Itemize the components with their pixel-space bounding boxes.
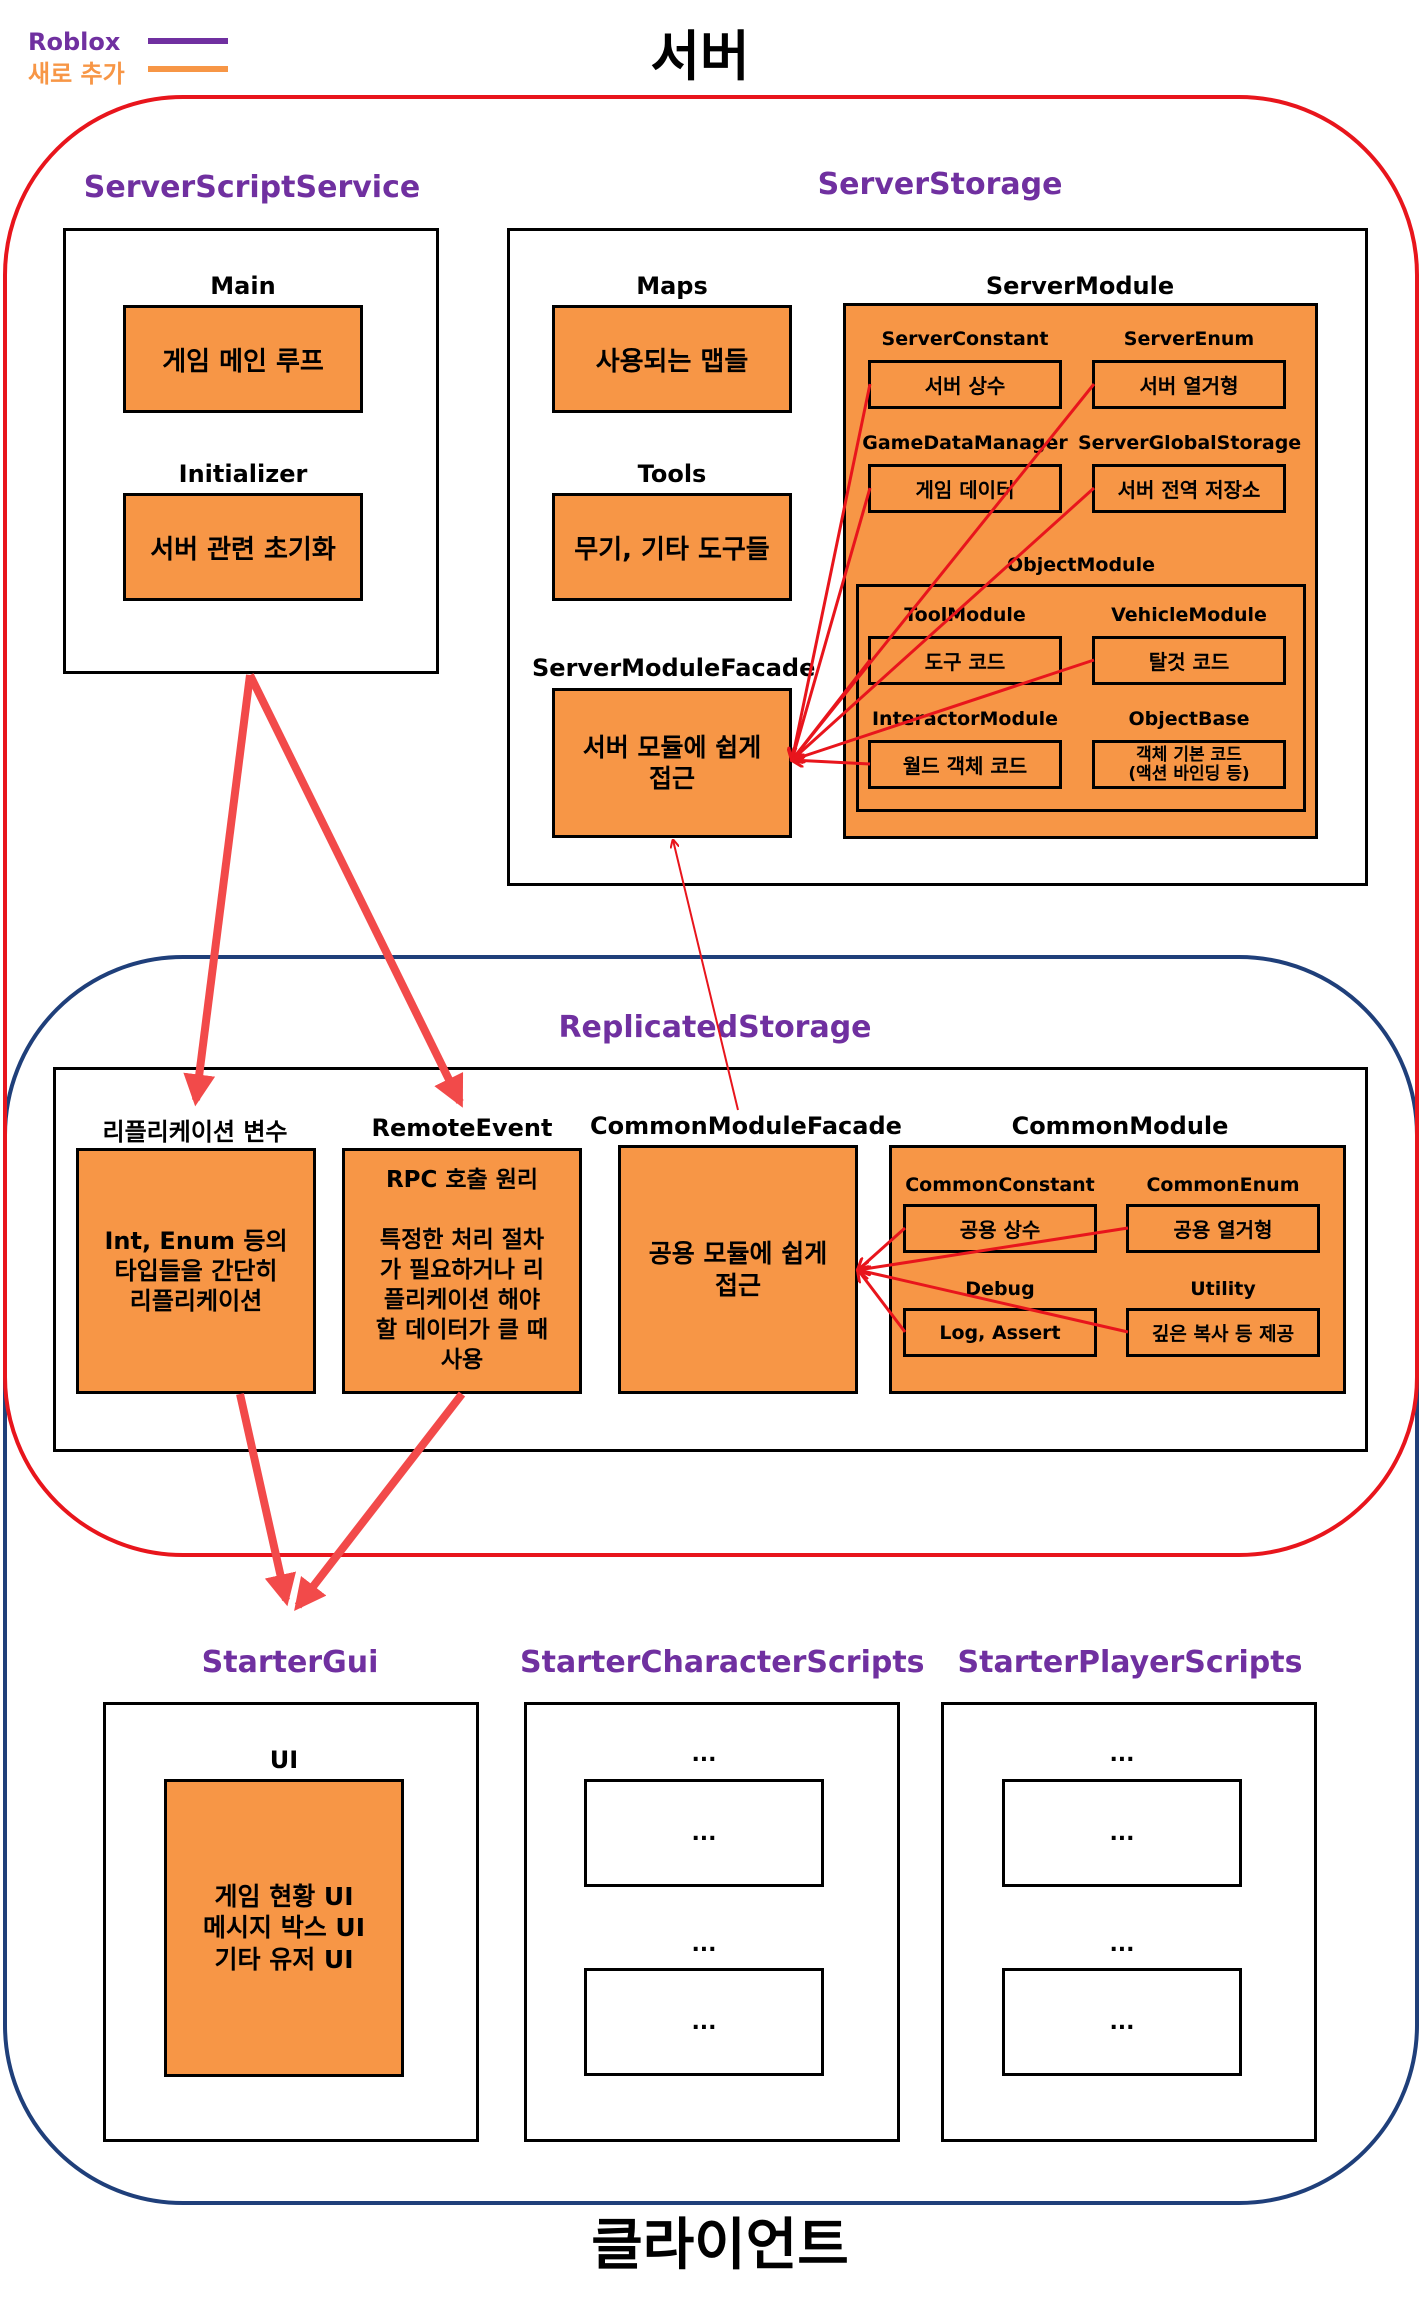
player-item-1-label: ... xyxy=(1109,1742,1135,1767)
object-base-label: ObjectBase xyxy=(1128,708,1250,730)
starter-gui-title: StarterGui xyxy=(201,1645,379,1680)
common-constant-box[interactable]: 공용 상수 xyxy=(903,1204,1097,1253)
utility-label: Utility xyxy=(1190,1278,1256,1300)
ui-box[interactable]: 게임 현황 UI 메시지 박스 UI 기타 유저 UI xyxy=(164,1779,404,2077)
game-data-manager-box[interactable]: 게임 데이터 xyxy=(868,464,1062,513)
remote-event-label: RemoteEvent xyxy=(371,1114,553,1142)
player-item-2-label: ... xyxy=(1109,1932,1135,1957)
starter-character-scripts-box xyxy=(524,1702,900,2142)
maps-box[interactable]: 사용되는 맵들 xyxy=(552,305,792,413)
vehicle-module-box[interactable]: 탈것 코드 xyxy=(1092,636,1286,685)
legend-new-label: 새로 추가 xyxy=(28,60,125,88)
starter-player-scripts-box xyxy=(941,1702,1317,2142)
server-enum-box[interactable]: 서버 열거형 xyxy=(1092,360,1286,409)
initializer-label: Initializer xyxy=(178,460,308,488)
character-item-2-label: ... xyxy=(691,1932,717,1957)
common-enum-box[interactable]: 공용 열거형 xyxy=(1126,1204,1320,1253)
main-label: Main xyxy=(210,272,276,300)
legend-new-line xyxy=(148,66,228,72)
interactor-module-label: InteractorModule xyxy=(871,708,1058,730)
utility-box[interactable]: 깊은 복사 등 제공 xyxy=(1126,1308,1320,1357)
initializer-box[interactable]: 서버 관련 초기화 xyxy=(123,493,363,601)
starter-player-scripts-title: StarterPlayerScripts xyxy=(957,1645,1303,1680)
character-item-1-label: ... xyxy=(691,1742,717,1767)
server-module-facade-box[interactable]: 서버 모듈에 쉽게 접근 xyxy=(552,688,792,838)
tools-label: Tools xyxy=(637,460,707,488)
common-module-facade-box[interactable]: 공용 모듈에 쉽게 접근 xyxy=(618,1145,858,1394)
replication-vars-label: 리플리케이션 변수 xyxy=(102,1118,288,1146)
common-enum-label: CommonEnum xyxy=(1146,1174,1300,1196)
tool-module-label: ToolModule xyxy=(904,604,1026,626)
main-box[interactable]: 게임 메인 루프 xyxy=(123,305,363,413)
replicated-storage-title: ReplicatedStorage xyxy=(558,1010,872,1045)
server-global-storage-label: ServerGlobalStorage xyxy=(1078,432,1302,454)
server-global-storage-box[interactable]: 서버 전역 저장소 xyxy=(1092,464,1286,513)
object-module-label: ObjectModule xyxy=(1007,554,1155,576)
debug-label: Debug xyxy=(965,1278,1035,1300)
debug-box[interactable]: Log, Assert xyxy=(903,1308,1097,1357)
tool-module-box[interactable]: 도구 코드 xyxy=(868,636,1062,685)
player-item-1-box[interactable]: ... xyxy=(1002,1779,1242,1887)
server-region xyxy=(3,95,1419,1557)
server-module-label: ServerModule xyxy=(985,272,1175,300)
client-title: 클라이언트 xyxy=(591,2213,849,2278)
interactor-module-box[interactable]: 월드 객체 코드 xyxy=(868,740,1062,789)
maps-label: Maps xyxy=(636,272,708,300)
character-item-1-box[interactable]: ... xyxy=(584,1779,824,1887)
ui-label: UI xyxy=(269,1746,299,1774)
server-title: 서버 xyxy=(650,25,750,88)
starter-character-scripts-title: StarterCharacterScripts xyxy=(520,1645,925,1680)
remote-event-box[interactable]: RPC 호출 원리 특정한 처리 절차 가 필요하거나 리 플리케이션 해야 할… xyxy=(342,1148,582,1394)
replication-vars-box[interactable]: Int, Enum 등의 타입들을 간단히 리플리케이션 xyxy=(76,1148,316,1394)
server-enum-label: ServerEnum xyxy=(1123,328,1255,350)
object-base-box[interactable]: 객체 기본 코드 (액션 바인딩 등) xyxy=(1092,740,1286,789)
server-script-service-title: ServerScriptService xyxy=(83,170,421,205)
legend-roblox-label: Roblox xyxy=(28,28,121,56)
player-item-2-box[interactable]: ... xyxy=(1002,1968,1242,2076)
common-module-label: CommonModule xyxy=(1011,1112,1229,1140)
server-module-facade-label: ServerModuleFacade xyxy=(532,654,816,682)
server-storage-title: ServerStorage xyxy=(817,167,1063,202)
tools-box[interactable]: 무기, 기타 도구들 xyxy=(552,493,792,601)
game-data-manager-label: GameDataManager xyxy=(862,432,1068,454)
vehicle-module-label: VehicleModule xyxy=(1111,604,1267,626)
server-constant-box[interactable]: 서버 상수 xyxy=(868,360,1062,409)
common-module-facade-label: CommonModuleFacade xyxy=(590,1112,902,1140)
legend-roblox-line xyxy=(148,38,228,44)
server-constant-label: ServerConstant xyxy=(881,328,1049,350)
character-item-2-box[interactable]: ... xyxy=(584,1968,824,2076)
common-constant-label: CommonConstant xyxy=(905,1174,1095,1196)
